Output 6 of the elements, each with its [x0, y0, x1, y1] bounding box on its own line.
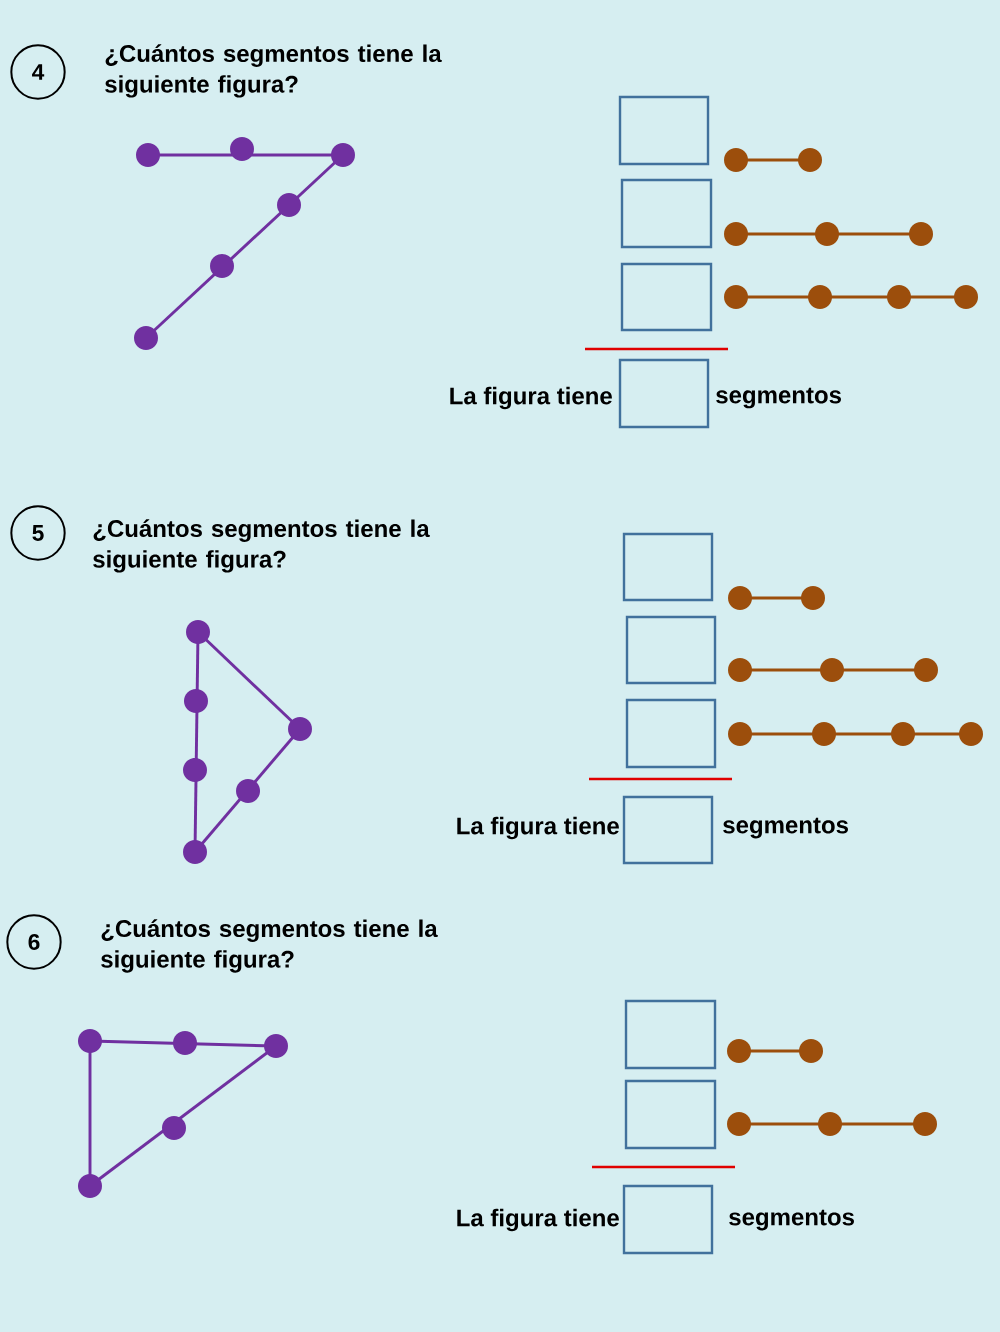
sentence-text: La figura tiene	[457, 1208, 619, 1232]
sentence-text: La figura tiene	[450, 386, 612, 410]
sentence-text: segmentos	[723, 817, 848, 839]
sentence-text: segmentos	[729, 1209, 854, 1231]
sentence-text: La figura tiene	[457, 816, 619, 840]
sentence-text: segmentos	[716, 387, 841, 409]
